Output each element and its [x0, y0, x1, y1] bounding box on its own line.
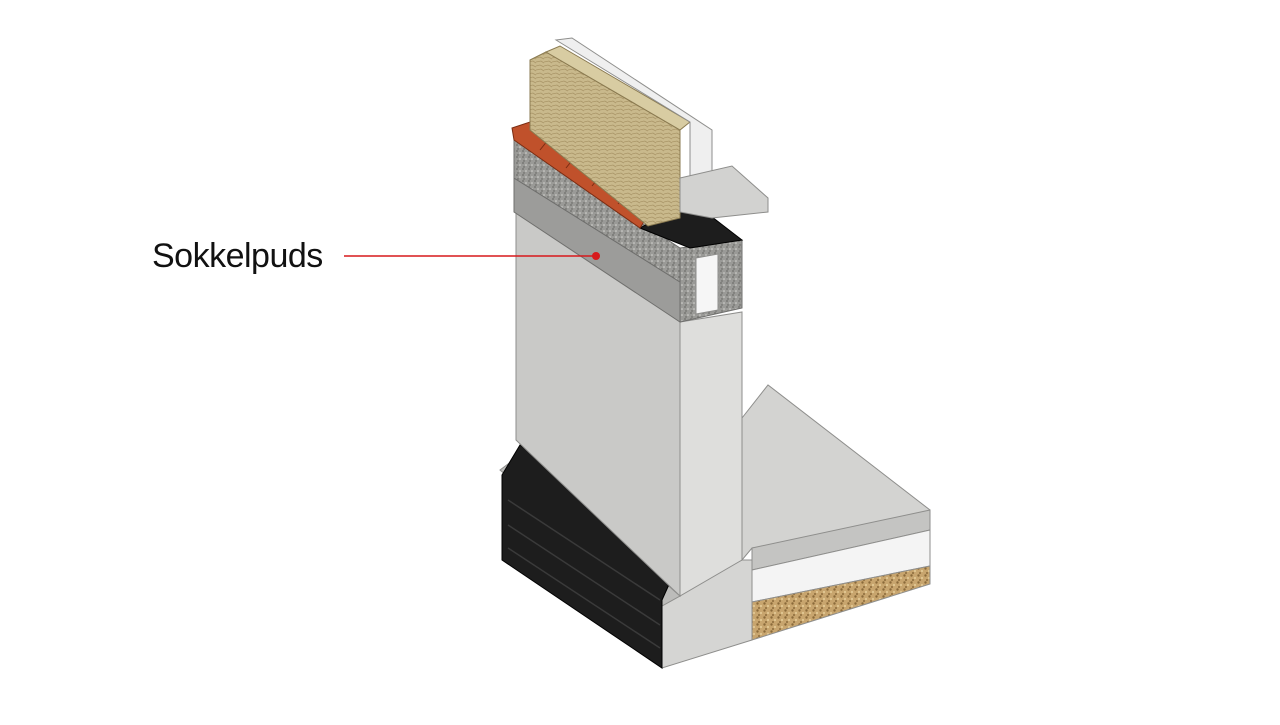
floor-slab [741, 384, 931, 641]
lightweight-blocks [513, 139, 744, 323]
top-floor-edge [554, 37, 769, 219]
callout-leader [344, 252, 600, 260]
callout-label-plinth-plaster: Sokkelpuds [152, 237, 323, 275]
damp-proof-membrane [501, 444, 681, 669]
foundation-wall [515, 209, 743, 598]
leader-dot [592, 252, 600, 260]
